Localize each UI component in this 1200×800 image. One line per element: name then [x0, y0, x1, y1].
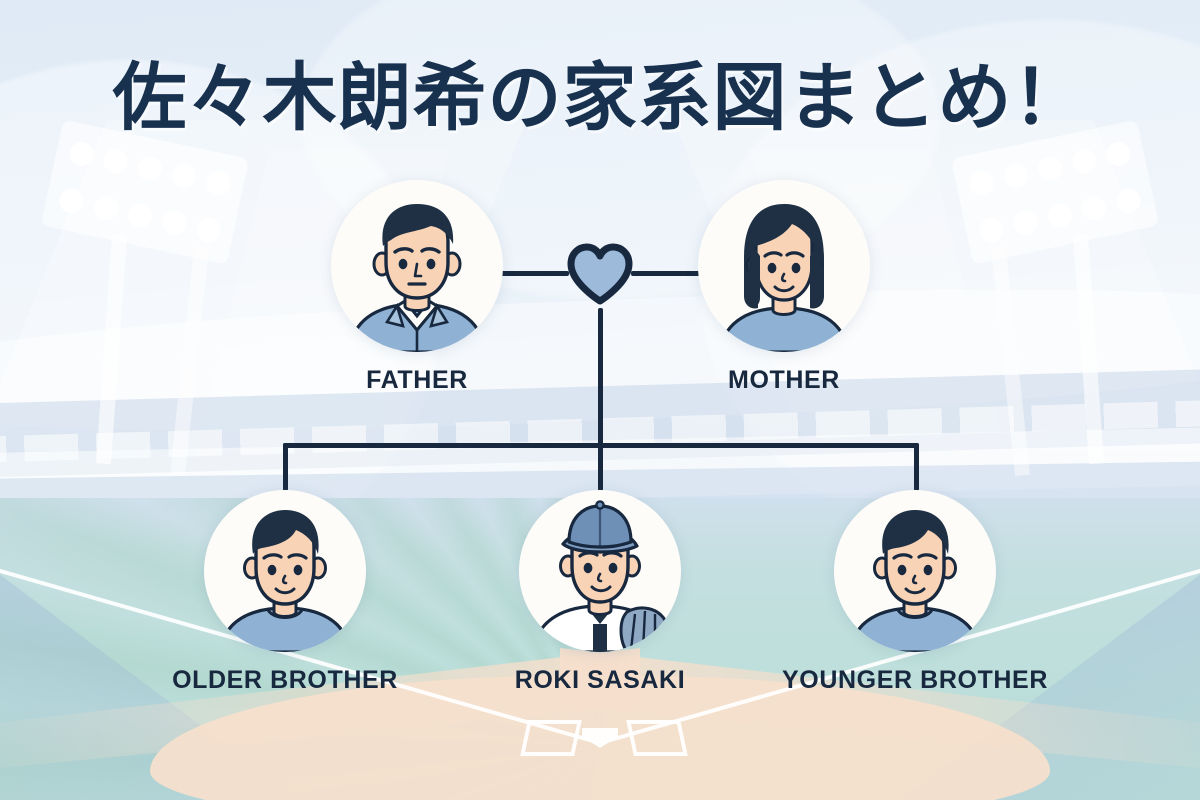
connector-drop-roki — [598, 443, 603, 491]
floodlight-mast-left-b — [170, 245, 209, 477]
connector-father-to-heart — [497, 271, 569, 276]
floodlight-bulb-icon — [193, 215, 223, 245]
connector-heart-to-mother — [631, 271, 703, 276]
connector-parents-stem — [598, 308, 603, 448]
label-older-brother: OLDER BROTHER — [172, 666, 398, 694]
floodlight-bulb-icon — [977, 215, 1007, 245]
floodlight-bulb-icon — [159, 208, 189, 237]
label-father: FATHER — [366, 366, 468, 394]
floodlight-bulb-icon — [1011, 208, 1041, 237]
person-node-younger-brother[interactable]: YOUNGER BROTHER — [750, 490, 1080, 695]
person-node-older-brother[interactable]: OLDER BROTHER — [120, 490, 450, 695]
floodlight-bulb-icon — [1079, 194, 1109, 223]
floodlight-bulb-icon — [967, 168, 997, 198]
floodlight-bulb-icon — [1069, 147, 1099, 176]
person-node-father[interactable]: FATHER — [327, 180, 507, 395]
heart-icon — [567, 243, 633, 305]
floodlight-mast-right-a — [1072, 233, 1105, 465]
floodlight-bulb-icon — [57, 186, 87, 216]
floodlight-mast-left-a — [95, 233, 128, 465]
avatar-father — [331, 180, 503, 352]
avatar-roki-sasaki — [519, 490, 681, 652]
floodlight-bulb-icon — [1045, 201, 1075, 230]
floodlight-bulb-icon — [169, 161, 199, 190]
batters-box-right — [626, 720, 688, 756]
floodlight-bulb-icon — [135, 154, 165, 183]
floodlight-bulb-icon — [91, 194, 121, 223]
floodlight-bulb-icon — [203, 168, 233, 198]
floodlight-bulb-icon — [1035, 154, 1065, 183]
person-node-roki-sasaki[interactable]: ROKI SASAKI — [435, 490, 765, 695]
label-roki-sasaki: ROKI SASAKI — [514, 666, 686, 694]
avatar-younger-brother — [834, 490, 996, 652]
connector-drop-older-brother — [283, 443, 288, 491]
floodlight-bulb-icon — [101, 147, 131, 176]
home-plate — [582, 728, 618, 748]
floodlight-mast-right-b — [991, 245, 1030, 477]
floodlight-bulb-icon — [1113, 186, 1143, 216]
batters-box-left — [520, 720, 582, 756]
floodlight-bulb-icon — [1001, 161, 1031, 190]
label-younger-brother: YOUNGER BROTHER — [782, 666, 1048, 694]
avatar-older-brother — [204, 490, 366, 652]
page-title: 佐々木朗希の家系図まとめ！ — [112, 56, 1088, 139]
connector-drop-younger-brother — [914, 443, 919, 491]
avatar-mother — [698, 180, 870, 352]
floodlight-bulb-icon — [125, 201, 155, 230]
label-mother: MOTHER — [728, 366, 840, 394]
person-node-mother[interactable]: MOTHER — [694, 180, 874, 395]
